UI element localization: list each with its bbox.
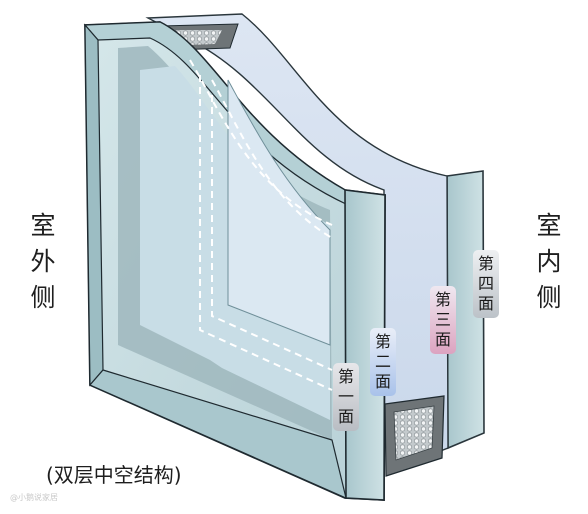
- dashed-seal-line-outer: [189, 59, 333, 391]
- surface-tag-char: 三: [434, 310, 451, 329]
- surface-tag-char: 面: [374, 372, 391, 391]
- outdoor-label-char: 室: [30, 211, 56, 240]
- surface-tag-char: 第: [374, 332, 391, 351]
- surface-tag-char: 第: [477, 254, 494, 273]
- surface-4-tag: 第 四 面: [473, 250, 499, 318]
- surface-tag-char: 面: [337, 407, 354, 426]
- indoor-label-char: 室: [536, 211, 562, 240]
- surface-tag-char: 第: [337, 367, 354, 386]
- bottom-desiccant: [393, 405, 435, 461]
- indoor-side-label: 室 内 侧: [534, 208, 564, 316]
- indoor-label-char: 侧: [536, 283, 562, 312]
- surface-tag-char: 四: [477, 274, 494, 293]
- watermark: @小鹅说家居: [10, 493, 58, 502]
- surface-tag-char: 二: [374, 352, 391, 371]
- surface-1-tag: 第 一 面: [333, 363, 359, 431]
- structure-caption: (双层中空结构): [46, 463, 182, 487]
- outdoor-side-label: 室 外 侧: [28, 208, 58, 316]
- outdoor-label-char: 外: [30, 247, 56, 276]
- dashed-seal-line-inner: [211, 79, 333, 371]
- outdoor-pane-bottom-edge: [89, 369, 347, 500]
- surface-tag-char: 面: [477, 294, 494, 313]
- surface-tag-char: 一: [337, 387, 354, 406]
- glass-view-inner: [227, 79, 331, 346]
- surface-3-tag: 第 三 面: [430, 286, 456, 354]
- outdoor-label-char: 侧: [30, 283, 56, 312]
- surface-tag-char: 面: [434, 330, 451, 349]
- surface-tag-char: 第: [434, 290, 451, 309]
- surface-2-tag: 第 二 面: [370, 328, 396, 396]
- indoor-label-char: 内: [536, 247, 562, 276]
